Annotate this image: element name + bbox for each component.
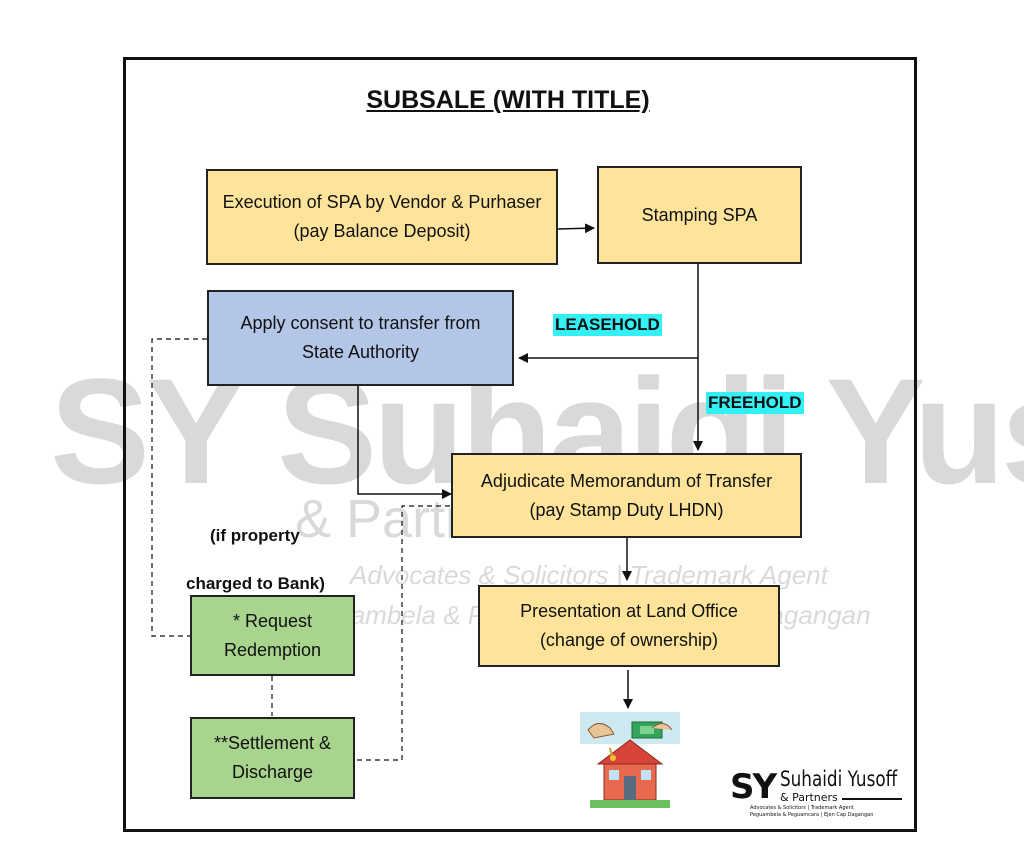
box-adjudicate: Adjudicate Memorandum of Transfer (pay S… [451,453,802,538]
box-settlement-discharge: **Settlement & Discharge [190,717,355,799]
firm-logo: SY Suhaidi Yusoff & Partners Advocates &… [730,765,910,825]
box-presentation-label: Presentation at Land Office (change of o… [520,601,738,650]
arrow-execution-to-stamping [557,223,595,234]
freehold-tag: FREEHOLD [706,392,804,415]
box-redemption-label: * Request Redemption [223,610,322,660]
logo-name: Suhaidi Yusoff [780,767,898,791]
logo-rule [842,798,902,800]
logo-mark: SY [730,767,777,807]
box-consent-label: Apply consent to transfer from State Aut… [240,313,481,362]
box-settlement-label: **Settlement & Discharge [213,733,332,782]
logo-line-1: Advocates & Solicitors | Trademark Agent [750,805,854,811]
box-presentation: Presentation at Land Office (change of o… [478,585,780,667]
leasehold-tag: LEASEHOLD [553,314,662,337]
logo-line-2: Peguambela & Peguamcara | Ejen Cap Dagan… [750,812,874,818]
diagram-title: SUBSALE (WITH TITLE) [366,86,650,114]
diagram-frame [123,57,917,832]
box-stamping-label: Stamping SPA [641,204,758,225]
arrow-consent-to-adjudicate [357,386,452,499]
box-adjudicate-label: Adjudicate Memorandum of Transfer (pay S… [480,470,773,520]
dashed-settlement-to-adjudicate [357,505,451,761]
box-execution-label: Execution of SPA by Vendor & Purhaser (p… [222,192,542,241]
charged-to-bank-label: charged to Bank) [186,574,325,593]
house-ownership-icon [580,712,680,808]
box-stamping-spa: Stamping SPA [597,166,802,264]
box-request-redemption: * Request Redemption [190,595,355,676]
if-property-label: (if property [210,526,300,545]
box-execution-spa: Execution of SPA by Vendor & Purhaser (p… [206,169,558,265]
logo-partners: & Partners [780,791,838,804]
box-apply-consent: Apply consent to transfer from State Aut… [207,290,514,386]
dashed-consent-to-redemption [151,338,207,637]
